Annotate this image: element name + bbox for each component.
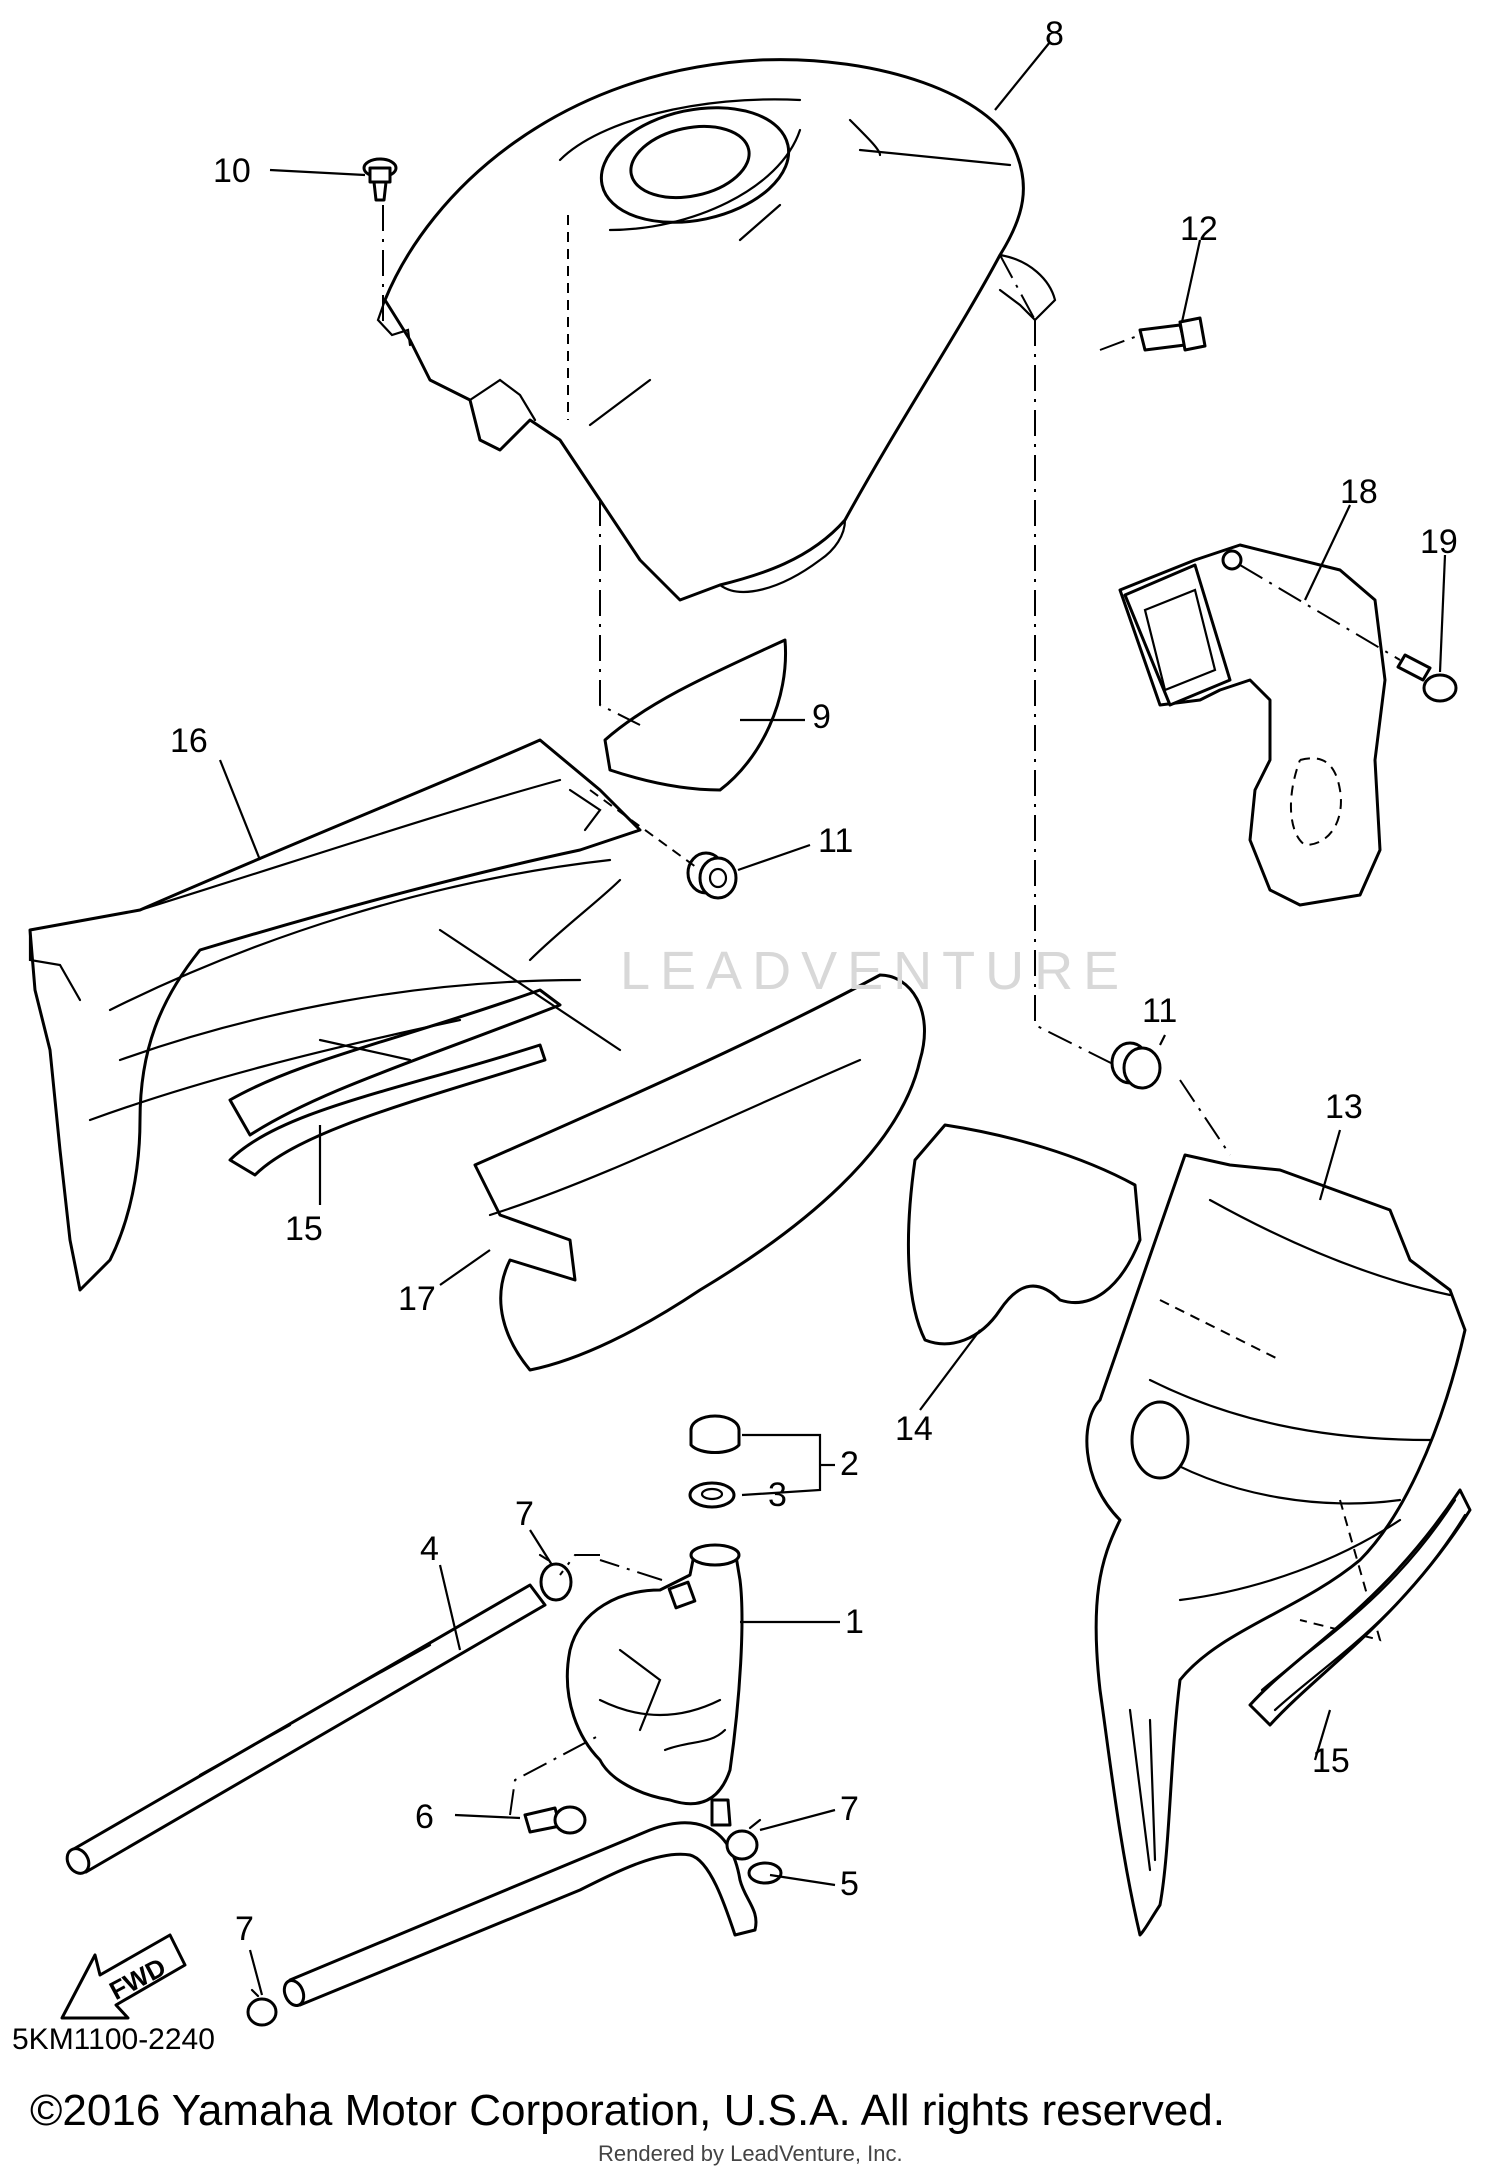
callout-13: 13 [1325,1088,1363,1126]
clamp-part-7b [725,1818,762,1861]
trim-part-15a [228,1043,547,1177]
left-side-cover-part [28,738,642,1292]
bolt-part-12 [1138,316,1207,352]
callout-7-top: 7 [515,1495,534,1533]
clamp-part-7a [538,1553,573,1602]
callout-14: 14 [895,1410,933,1448]
callout-15-right: 15 [1312,1742,1350,1780]
emblem-part-9 [603,638,788,792]
bolt-part-19 [1396,653,1458,703]
callout-11-right: 11 [1142,992,1177,1030]
hose-part-4 [65,1583,547,1875]
callout-7-right: 7 [840,1790,859,1828]
rendered-by-notice: Rendered by LeadVenture, Inc. [598,2141,903,2166]
callout-1: 1 [845,1603,864,1641]
decal-part-17 [473,973,926,1372]
right-side-cover-part [1085,1153,1467,1937]
reservoir-tank-part [565,1543,744,1827]
callout-3: 3 [768,1476,787,1514]
callout-16: 16 [170,722,208,760]
callout-4: 4 [420,1530,439,1568]
hose-part-5 [282,1821,783,2008]
callout-5: 5 [840,1865,859,1903]
copyright-notice: ©2016 Yamaha Motor Corporation, U.S.A. A… [30,2086,1225,2135]
cap-part-2 [689,1414,741,1454]
grommet-part-11b [1110,1041,1162,1090]
assembly-lines [382,205,1401,1816]
callout-7-bottom: 7 [235,1910,254,1948]
callout-10: 10 [213,152,251,190]
callout-6: 6 [415,1798,434,1836]
callout-18: 18 [1340,473,1378,511]
forward-arrow-icon: FWD [60,1933,187,2020]
callout-19: 19 [1420,523,1458,561]
grommet-part-11a [686,851,738,900]
washer-part-3 [688,1481,736,1509]
decal-part-14 [906,1123,1142,1346]
callout-2: 2 [840,1445,859,1483]
bolt-part-6 [523,1805,587,1835]
callout-9: 9 [812,698,831,736]
trim-part-15b [1248,1488,1472,1727]
callout-15-left: 15 [285,1210,323,1248]
callout-8: 8 [1045,15,1064,53]
callout-12: 12 [1180,210,1218,248]
screw-part-10 [362,157,398,202]
watermark-text: LEADVENTURE [620,941,1130,1001]
callout-11-left: 11 [818,822,853,860]
callout-17: 17 [398,1280,436,1318]
leader-lines [218,41,1447,1996]
diagram-code: 5KM1100-2240 [12,2023,215,2056]
clamp-part-7c [246,1988,278,2027]
air-duct-part [1118,543,1387,907]
callouts: 8 10 12 18 19 9 16 11 11 13 15 17 14 2 3… [170,15,1458,1948]
tank-cover-part [376,58,1057,602]
